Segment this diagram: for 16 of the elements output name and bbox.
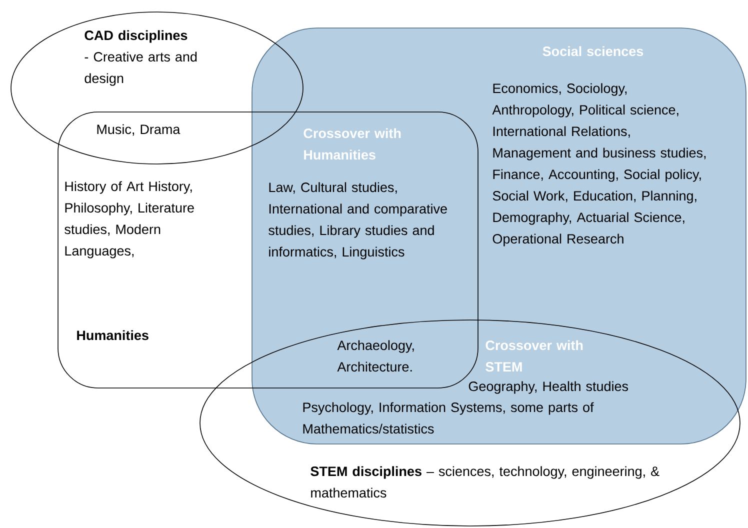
rounded-region xyxy=(252,28,746,444)
region-label: Archaeology, Architecture. xyxy=(337,340,414,372)
region-heading: Social sciences xyxy=(542,46,644,56)
region-label: CAD disciplines - Creative arts and design xyxy=(84,30,197,86)
region-heading: Humanities xyxy=(77,330,148,340)
region-label: History of Art History, Philosophy, Literature studies, Modern Languages, xyxy=(64,181,194,258)
ellipse-region xyxy=(10,12,304,164)
region-label: Psychology, Information Systems, some parts of Mathematics/statistics xyxy=(303,402,594,434)
region-label: Economics, Sociology, Anthropology, Political science, International Relations, Management and business studies, Finance, Accounting, Social policy, Social Work, Education, Planning, Demography, Actuarial Science, Operational Research xyxy=(492,83,706,246)
region-label: Geography, Health studies xyxy=(468,381,628,394)
region-label: Law, Cultural studies, International and comparative studies, Library studies and informatics, Linguistics xyxy=(268,182,447,260)
ellipse-region xyxy=(200,320,740,526)
region-label: Music, Drama xyxy=(97,124,180,136)
region-label: STEM disciplines – sciences, technology, engineering, & mathematics xyxy=(310,466,660,498)
crossover-heading: Crossover with Humanities xyxy=(304,128,401,160)
crossover-heading: Crossover with STEM xyxy=(486,340,583,372)
